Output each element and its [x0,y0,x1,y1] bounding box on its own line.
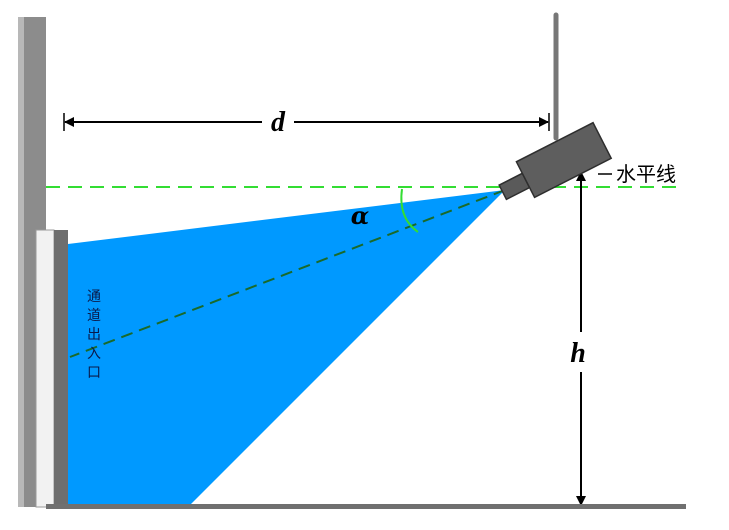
horizon-label: 水平线 [616,162,676,186]
entrance-label-char-4: 入 [87,346,101,362]
entrance-label-char-1: 通 [87,289,101,305]
door-frame-dark [54,230,68,507]
floor [46,504,686,509]
door-frame-light [35,229,55,508]
height-label: h [570,338,586,369]
left-wall-inner-edge [18,17,24,507]
camera-axis-line [69,189,506,358]
angle-arc [400,188,419,233]
camera-coverage-area [68,190,505,507]
camera-icon [498,121,613,201]
entrance-label-char-2: 道 [87,308,101,324]
distance-label: d [271,107,286,138]
entrance-label-char-5: 口 [87,365,101,381]
entrance-label-char-3: 出 [87,327,101,343]
angle-label: α [351,201,369,230]
